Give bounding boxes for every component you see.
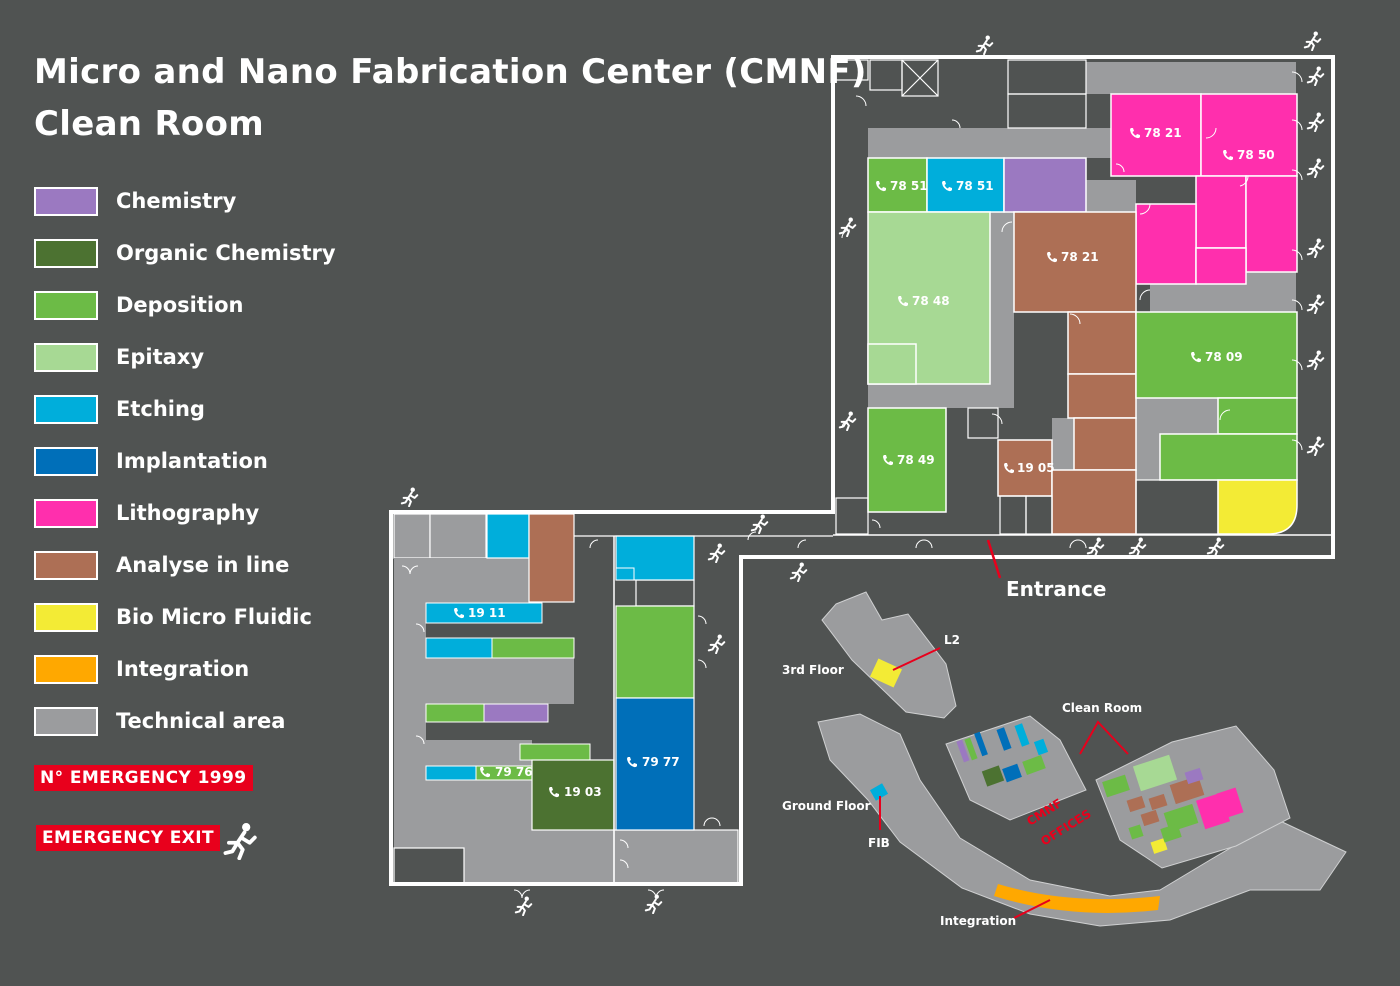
emergency-exit-icon (838, 217, 857, 237)
emergency-exit-icon (1306, 112, 1325, 132)
emergency-exit-icon (400, 487, 419, 507)
overview-map: L2 3rd Floor (782, 591, 1347, 928)
clean-room-label: Clean Room (1062, 701, 1142, 715)
legend-label: Lithography (116, 501, 260, 525)
legend-swatch (34, 499, 98, 528)
emergency-exit-icon (1306, 238, 1325, 258)
emergency-exit-icon (975, 35, 994, 55)
legend-label: Implantation (116, 449, 268, 473)
legend-swatch (34, 395, 98, 424)
room-label: 78 49 (897, 453, 935, 467)
emergency-exit-icon (1306, 158, 1325, 178)
room-label: 19 03 (564, 785, 602, 799)
emergency-exit-badge: EMERGENCY EXIT (36, 825, 220, 851)
l2-label: L2 (944, 633, 960, 647)
emergency-exit-icon (707, 543, 726, 563)
legend-swatch (34, 343, 98, 372)
legend-label: Deposition (116, 293, 244, 317)
legend-label: Bio Micro Fluidic (116, 605, 312, 629)
room-label: 19 05 (1017, 461, 1055, 475)
overview-color-blocks (869, 723, 1244, 854)
legend-label: Analyse in line (116, 553, 290, 577)
room-label: 78 21 (1061, 250, 1099, 264)
legend-swatch (34, 447, 98, 476)
map-subtitle: Clean Room (34, 104, 264, 144)
legend-label: Organic Chemistry (116, 241, 336, 265)
integration-label: Integration (940, 914, 1016, 928)
room-labels: 78 21 78 50 78 51 78 51 78 21 78 48 78 0… (468, 126, 1275, 799)
legend-swatch (34, 707, 98, 736)
emergency-exit-icon (707, 634, 726, 654)
entrance-marker: Entrance (986, 539, 1106, 601)
integration-area (994, 884, 1160, 913)
room-label: 78 51 (956, 179, 994, 193)
room-label: 79 76 (495, 765, 533, 779)
room-label: 78 09 (1205, 350, 1243, 364)
legend-swatch (34, 239, 98, 268)
entrance-label: Entrance (1006, 577, 1106, 601)
emergency-exit-icon (644, 894, 663, 914)
room-label: 78 51 (890, 179, 928, 193)
third-floor-plan (821, 591, 957, 719)
ground-floor-label: Ground Floor (782, 799, 871, 813)
legend-swatch (34, 603, 98, 632)
legend-swatch (34, 551, 98, 580)
left-building (393, 513, 739, 885)
room-label: 19 11 (468, 606, 506, 620)
emergency-exit-icon (1306, 350, 1325, 370)
room-label: 78 21 (1144, 126, 1182, 140)
room-label: 79 77 (642, 755, 680, 769)
right-building (835, 59, 1298, 535)
emergency-exit-icon (1128, 537, 1147, 557)
third-floor-label: 3rd Floor (782, 663, 844, 677)
emergency-number-badge: N° EMERGENCY 1999 (34, 765, 253, 791)
room-label: 78 50 (1237, 148, 1275, 162)
legend-label: Technical area (116, 709, 286, 733)
emergency-exit-icon (838, 411, 857, 431)
emergency-exit-icon (1306, 66, 1325, 86)
emergency-exit-icon (1306, 294, 1325, 314)
outer-walls (389, 55, 1335, 886)
emergency-exit-icon (1303, 31, 1322, 51)
emergency-exit-icon (1206, 537, 1225, 557)
emergency-exit-icon (1086, 537, 1105, 557)
emergency-exit-icon (1306, 436, 1325, 456)
fib-label: FIB (868, 836, 890, 850)
map-title: Micro and Nano Fabrication Center (CMNF) (34, 52, 867, 92)
emergency-exit-icon (789, 562, 808, 582)
legend-label: Etching (116, 397, 205, 421)
legend-label: Chemistry (116, 189, 237, 213)
legend-swatch (34, 291, 98, 320)
legend-swatch (34, 187, 98, 216)
emergency-exit-icon (514, 896, 533, 916)
legend-label: Epitaxy (116, 345, 205, 369)
legend-label: Integration (116, 657, 250, 681)
emergency-exit-legend-icon (225, 823, 254, 858)
emergency-exit-icon (750, 514, 769, 534)
room-label: 78 48 (912, 294, 950, 308)
l2-area (869, 658, 903, 688)
legend-swatch (34, 655, 98, 684)
